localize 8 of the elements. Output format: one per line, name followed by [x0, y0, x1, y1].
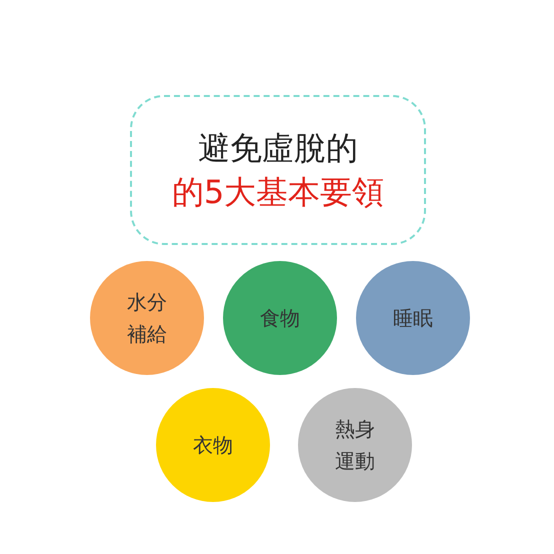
title-text: 避免虛脫的 — [198, 128, 358, 169]
topic-label: 水分補給 — [126, 289, 168, 348]
topic-label: 食物 — [260, 305, 300, 332]
topic-label: 睡眠 — [393, 305, 433, 332]
topic-label: 衣物 — [193, 432, 233, 459]
topic-label: 熱身運動 — [334, 416, 376, 475]
subtitle-text: 的5大基本要領 — [172, 172, 384, 213]
title-box — [130, 95, 426, 245]
